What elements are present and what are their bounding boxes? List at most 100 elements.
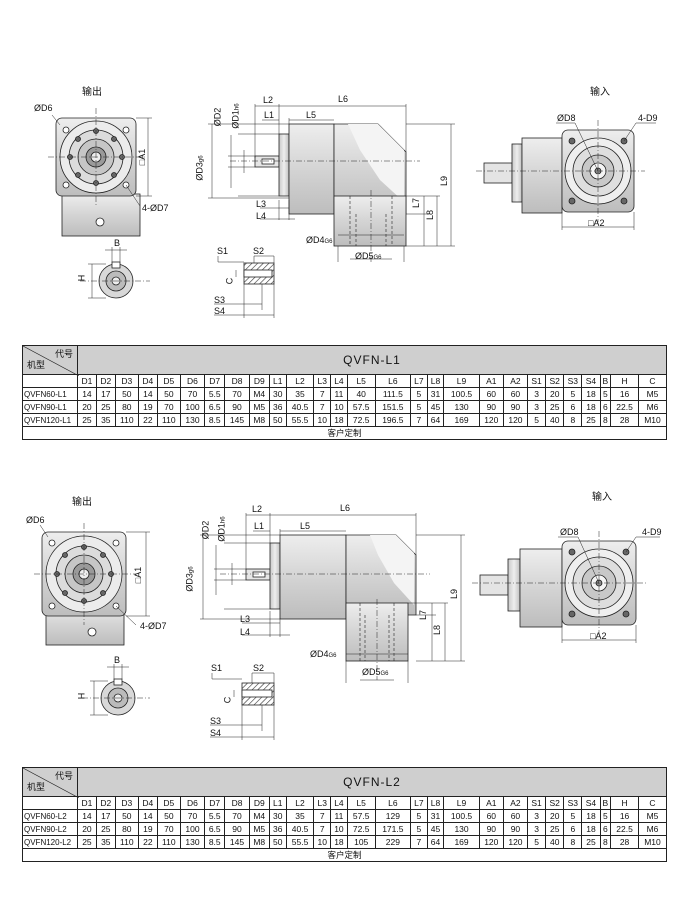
column-header: L7 <box>410 374 428 388</box>
column-header: D2 <box>95 796 116 810</box>
dim-l4-2: L4 <box>240 627 251 637</box>
value-cell: 6 <box>599 400 612 414</box>
dim-s4-2: S4 <box>210 728 222 738</box>
value-cell: 25 <box>77 835 97 849</box>
column-header: S1 <box>527 796 547 810</box>
column-header-blank <box>22 374 78 388</box>
value-cell: 5 <box>410 387 428 401</box>
model-cell: QVFN60-L2 <box>22 809 78 823</box>
value-cell: 105 <box>346 835 376 849</box>
value-cell: 100.5 <box>443 387 480 401</box>
value-cell: 22 <box>137 413 158 427</box>
output-face-view-2 <box>34 523 150 646</box>
table-corner: 代号 机型 <box>22 767 79 798</box>
side-view <box>208 104 455 262</box>
value-cell: 16 <box>610 387 639 401</box>
value-cell: 80 <box>114 400 139 414</box>
value-cell: 60 <box>478 809 504 823</box>
value-cell: 25 <box>95 400 116 414</box>
value-cell: 6 <box>563 400 583 414</box>
value-cell: 70 <box>224 809 250 823</box>
value-cell: 6 <box>563 822 583 836</box>
value-cell: 70 <box>179 809 206 823</box>
dim-d5: ØD5G6 <box>355 251 382 261</box>
value-cell: 90 <box>478 400 504 414</box>
value-cell: 36 <box>268 822 287 836</box>
column-header: L3 <box>313 374 332 388</box>
value-cell: 90 <box>502 400 529 414</box>
dim-d8-2: ØD8 <box>560 527 579 537</box>
table-footer-row: 客户定制 <box>22 426 667 440</box>
value-cell: 14 <box>77 809 97 823</box>
value-cell: 20 <box>545 387 565 401</box>
column-header: L3 <box>313 796 332 810</box>
column-header: S4 <box>581 374 601 388</box>
dim-d3-2: ØD3g6 <box>184 566 195 592</box>
dim-c: C <box>224 277 235 285</box>
value-cell: 100 <box>179 822 206 836</box>
dim-l7-2: L7 <box>418 609 429 621</box>
dim-s2: S2 <box>253 246 265 256</box>
value-cell: 25 <box>77 413 97 427</box>
value-cell: 5 <box>527 413 547 427</box>
dim-l1: L1 <box>264 110 275 120</box>
value-cell: M8 <box>248 835 270 849</box>
dim-d4: ØD4G6 <box>306 235 333 245</box>
value-cell: 72.5 <box>346 822 376 836</box>
dim-l5-2: L5 <box>300 521 311 531</box>
value-cell: 5 <box>410 809 428 823</box>
dim-s4: S4 <box>214 306 226 316</box>
value-cell: M10 <box>638 835 667 849</box>
value-cell: 50 <box>156 387 181 401</box>
dim-l2-2: L2 <box>252 504 263 514</box>
value-cell: 145 <box>224 835 250 849</box>
column-header: D1 <box>77 374 97 388</box>
column-header: L6 <box>374 796 412 810</box>
value-cell: 45 <box>426 400 445 414</box>
model-cell: QVFN90-L2 <box>22 822 78 836</box>
value-cell: 20 <box>77 822 97 836</box>
column-header: D1 <box>77 796 97 810</box>
value-cell: 25 <box>95 822 116 836</box>
value-cell: 169 <box>443 413 480 427</box>
drawing-section-2: 输出 输入 ØD6 □A1 4-ØD7 B H ØD2 ØD1h6 ØD3g6 … <box>0 455 700 765</box>
column-header: L5 <box>346 374 376 388</box>
value-cell: 5 <box>410 400 428 414</box>
dim-l6-2: L6 <box>340 503 351 513</box>
value-cell: 5 <box>563 809 583 823</box>
dim-s1: S1 <box>217 246 229 256</box>
value-cell: 60 <box>502 809 529 823</box>
dim-l9: L9 <box>439 175 450 187</box>
value-cell: 8.5 <box>204 835 226 849</box>
column-header-blank <box>22 796 78 810</box>
value-cell: 130 <box>443 822 480 836</box>
column-header: L1 <box>268 796 287 810</box>
column-header: L1 <box>268 374 287 388</box>
dim-s2-2: S2 <box>253 663 265 673</box>
dim-a1: □A1 <box>137 148 148 166</box>
column-header: A2 <box>502 796 529 810</box>
value-cell: 120 <box>478 835 504 849</box>
value-cell: 80 <box>114 822 139 836</box>
value-cell: 22.5 <box>610 400 639 414</box>
value-cell: 3 <box>527 400 547 414</box>
dim-l1-2: L1 <box>254 521 265 531</box>
value-cell: 7 <box>410 835 428 849</box>
value-cell: 22 <box>137 835 158 849</box>
dim-b-2: B <box>114 655 121 665</box>
value-cell: 5 <box>599 809 612 823</box>
value-cell: 14 <box>77 387 97 401</box>
corner-code: 代号 <box>54 771 73 781</box>
value-cell: 40 <box>346 387 376 401</box>
column-header: D4 <box>137 374 158 388</box>
value-cell: 145 <box>224 413 250 427</box>
value-cell: 3 <box>527 387 547 401</box>
value-cell: 18 <box>581 387 601 401</box>
value-cell: 35 <box>95 413 116 427</box>
value-cell: M5 <box>638 809 667 823</box>
output-label: 输出 <box>82 87 102 98</box>
value-cell: 50 <box>268 835 287 849</box>
value-cell: M6 <box>638 822 667 836</box>
